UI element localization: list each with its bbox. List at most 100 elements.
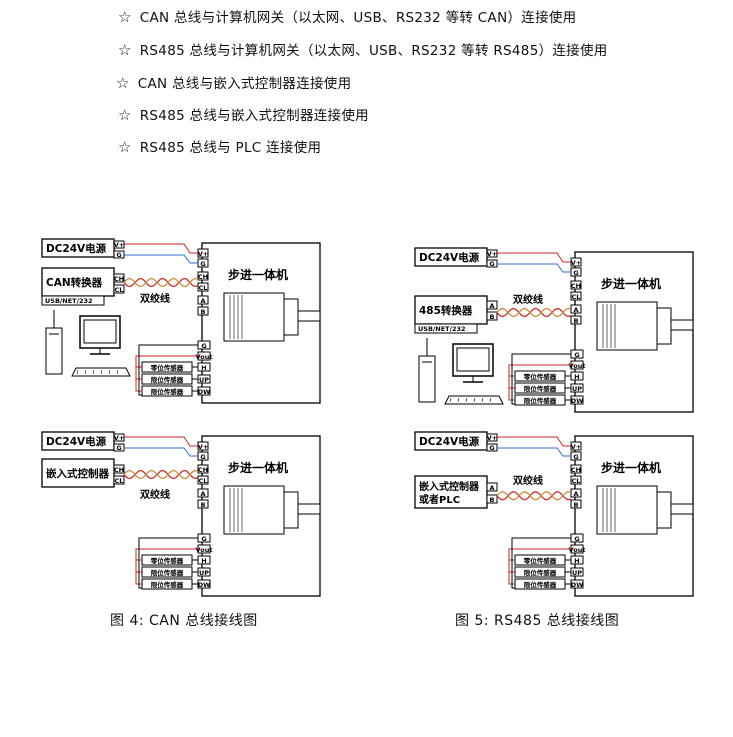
power-ground-wire bbox=[124, 447, 198, 457]
device-terminal-2 bbox=[113, 284, 125, 294]
usb-net-232-box bbox=[41, 295, 105, 306]
pin-a-terminal bbox=[570, 488, 582, 498]
power-vplus-label: V+ bbox=[114, 241, 124, 249]
bus-device-label: 嵌入式控制器 bbox=[46, 467, 109, 480]
usb-net-232-box bbox=[414, 323, 478, 334]
twisted-pair-cable bbox=[123, 469, 199, 480]
pin-a-label: A bbox=[573, 306, 578, 314]
pin-g-label: G bbox=[573, 453, 578, 461]
pin-ch-label: CH bbox=[198, 466, 208, 474]
sensor-dw-label: 限位传感器 bbox=[524, 580, 557, 589]
pin-cl-terminal bbox=[197, 282, 209, 292]
power-g-label: G bbox=[116, 444, 121, 452]
power-positive-wire bbox=[124, 243, 198, 254]
twisted-pair-strand bbox=[123, 277, 199, 288]
device-terminal-2-label: CL bbox=[115, 477, 124, 485]
pin-b-terminal bbox=[570, 315, 582, 325]
power-supply-label: DC24V电源 bbox=[46, 242, 107, 255]
pin-h-label: H bbox=[574, 373, 579, 381]
twisted-pair-cable bbox=[496, 491, 572, 501]
pc-keyboard-key bbox=[473, 397, 476, 403]
device-terminal-1-label: CH bbox=[114, 275, 124, 283]
pin-g-label: G bbox=[573, 269, 578, 277]
power-supply-label: DC24V电源 bbox=[46, 435, 107, 448]
bus-device-box bbox=[414, 475, 488, 509]
pin-b-terminal bbox=[197, 499, 209, 509]
motor-title: 步进一体机 bbox=[601, 276, 661, 291]
motor-body bbox=[223, 292, 285, 342]
pc-keyboard-key bbox=[465, 397, 468, 403]
pin-h-label: H bbox=[574, 557, 579, 565]
device-terminal-2-label: B bbox=[490, 313, 495, 321]
pin-g-label: G bbox=[201, 342, 206, 350]
pin-vout-label: Vout bbox=[569, 546, 586, 554]
pin-a-label: A bbox=[200, 297, 205, 305]
pin-dw-label: DW bbox=[571, 397, 584, 405]
pc-keyboard-key bbox=[84, 369, 87, 375]
pin-vplus-label: V+ bbox=[198, 443, 208, 451]
list-item-text: RS485 总线与嵌入式控制器连接使用 bbox=[139, 108, 369, 124]
pin-up-label: UP bbox=[199, 569, 209, 577]
pc-keyboard-key bbox=[100, 369, 103, 375]
power-g-label: G bbox=[489, 260, 494, 268]
list-item-text: RS485 总线与计算机网关（以太网、USB、RS232 等转 RS485）连接… bbox=[139, 43, 608, 59]
pc-keyboard-key bbox=[108, 369, 111, 375]
power-vplus-label: V+ bbox=[487, 250, 497, 258]
pin-g-label: G bbox=[200, 260, 205, 268]
pin-cl-terminal bbox=[570, 291, 582, 301]
motor-body bbox=[596, 485, 658, 535]
pin-h-label: H bbox=[201, 557, 206, 565]
pin-dw-label: DW bbox=[198, 388, 211, 396]
pc-screen bbox=[83, 319, 117, 344]
motor-shaft bbox=[670, 503, 694, 515]
bus-device-label: 485转换器 bbox=[419, 304, 473, 317]
pin-ch-terminal bbox=[197, 271, 209, 281]
motor-shaft bbox=[297, 503, 321, 515]
power-positive-wire bbox=[497, 436, 571, 447]
twisted-pair-label: 双绞线 bbox=[140, 488, 170, 501]
motor-shaft bbox=[297, 310, 321, 322]
power-ground-wire bbox=[497, 263, 571, 273]
sensor-h-label: 零位传感器 bbox=[523, 372, 557, 381]
twisted-pair-strand bbox=[496, 307, 572, 318]
bus-device-box bbox=[414, 295, 488, 325]
device-terminal-1 bbox=[486, 300, 498, 310]
pin-b-terminal bbox=[570, 499, 582, 509]
bus-device-label: CAN转换器 bbox=[46, 276, 103, 289]
list-item: ☆CAN 总线与计算机网关（以太网、USB、RS232 等转 CAN）连接使用 bbox=[118, 6, 576, 26]
pin-a-terminal bbox=[197, 295, 209, 305]
motor-flange bbox=[656, 307, 672, 345]
pc-keyboard-key bbox=[76, 369, 79, 375]
motor-body bbox=[596, 301, 658, 351]
pin-cl-terminal bbox=[197, 475, 209, 485]
pc-screen bbox=[456, 347, 490, 372]
pc-keyboard-key bbox=[92, 369, 95, 375]
bus-device-label-2: 或者PLC bbox=[419, 493, 460, 506]
pin-up-label: UP bbox=[572, 385, 582, 393]
figure-caption-can: 图 4: CAN 总线接线图 bbox=[110, 613, 258, 629]
twisted-pair-cable bbox=[496, 307, 572, 318]
pin-cl-terminal bbox=[570, 475, 582, 485]
twisted-pair-strand bbox=[123, 277, 199, 288]
pin-ch-label: CH bbox=[198, 273, 208, 281]
device-terminal-2 bbox=[486, 494, 498, 504]
pin-ch-terminal bbox=[570, 280, 582, 290]
motor-flange bbox=[656, 491, 672, 529]
motor-title: 步进一体机 bbox=[228, 267, 288, 282]
pin-cl-label: CL bbox=[199, 284, 208, 292]
motor-title: 步进一体机 bbox=[601, 460, 661, 475]
pin-ch-label: CH bbox=[571, 466, 581, 474]
twisted-pair-strand bbox=[123, 469, 199, 480]
power-vplus-label: V+ bbox=[487, 434, 497, 442]
sensor-up-label: 限位传感器 bbox=[151, 568, 184, 577]
device-terminal-1 bbox=[113, 273, 125, 283]
pin-ch-terminal bbox=[570, 464, 582, 474]
power-vplus-label: V+ bbox=[114, 434, 124, 442]
pin-ch-terminal bbox=[197, 464, 209, 474]
power-supply-label: DC24V电源 bbox=[419, 251, 480, 264]
twisted-pair-label: 双绞线 bbox=[140, 292, 170, 305]
sensor-h-label: 零位传感器 bbox=[150, 363, 184, 372]
pin-cl-label: CL bbox=[572, 477, 581, 485]
pin-b-label: B bbox=[574, 501, 579, 509]
motor-flange bbox=[283, 491, 299, 529]
